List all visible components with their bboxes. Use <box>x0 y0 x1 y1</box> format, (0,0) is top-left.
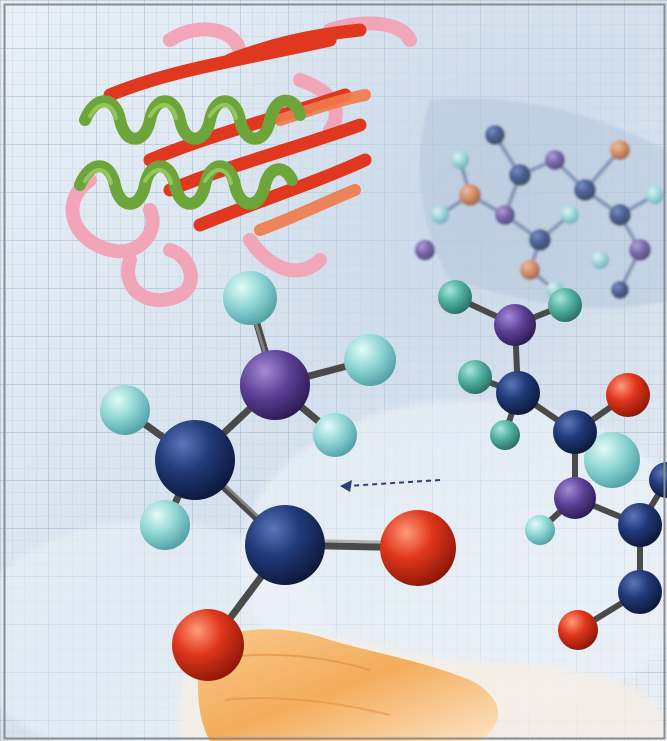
ring-molecule <box>438 280 667 650</box>
dashed-arrow <box>340 479 441 492</box>
background-molecule <box>415 98 667 309</box>
protein-ribbon <box>65 16 417 307</box>
foreground-molecule <box>100 271 456 681</box>
hand <box>178 629 667 741</box>
image-border <box>3 3 666 740</box>
